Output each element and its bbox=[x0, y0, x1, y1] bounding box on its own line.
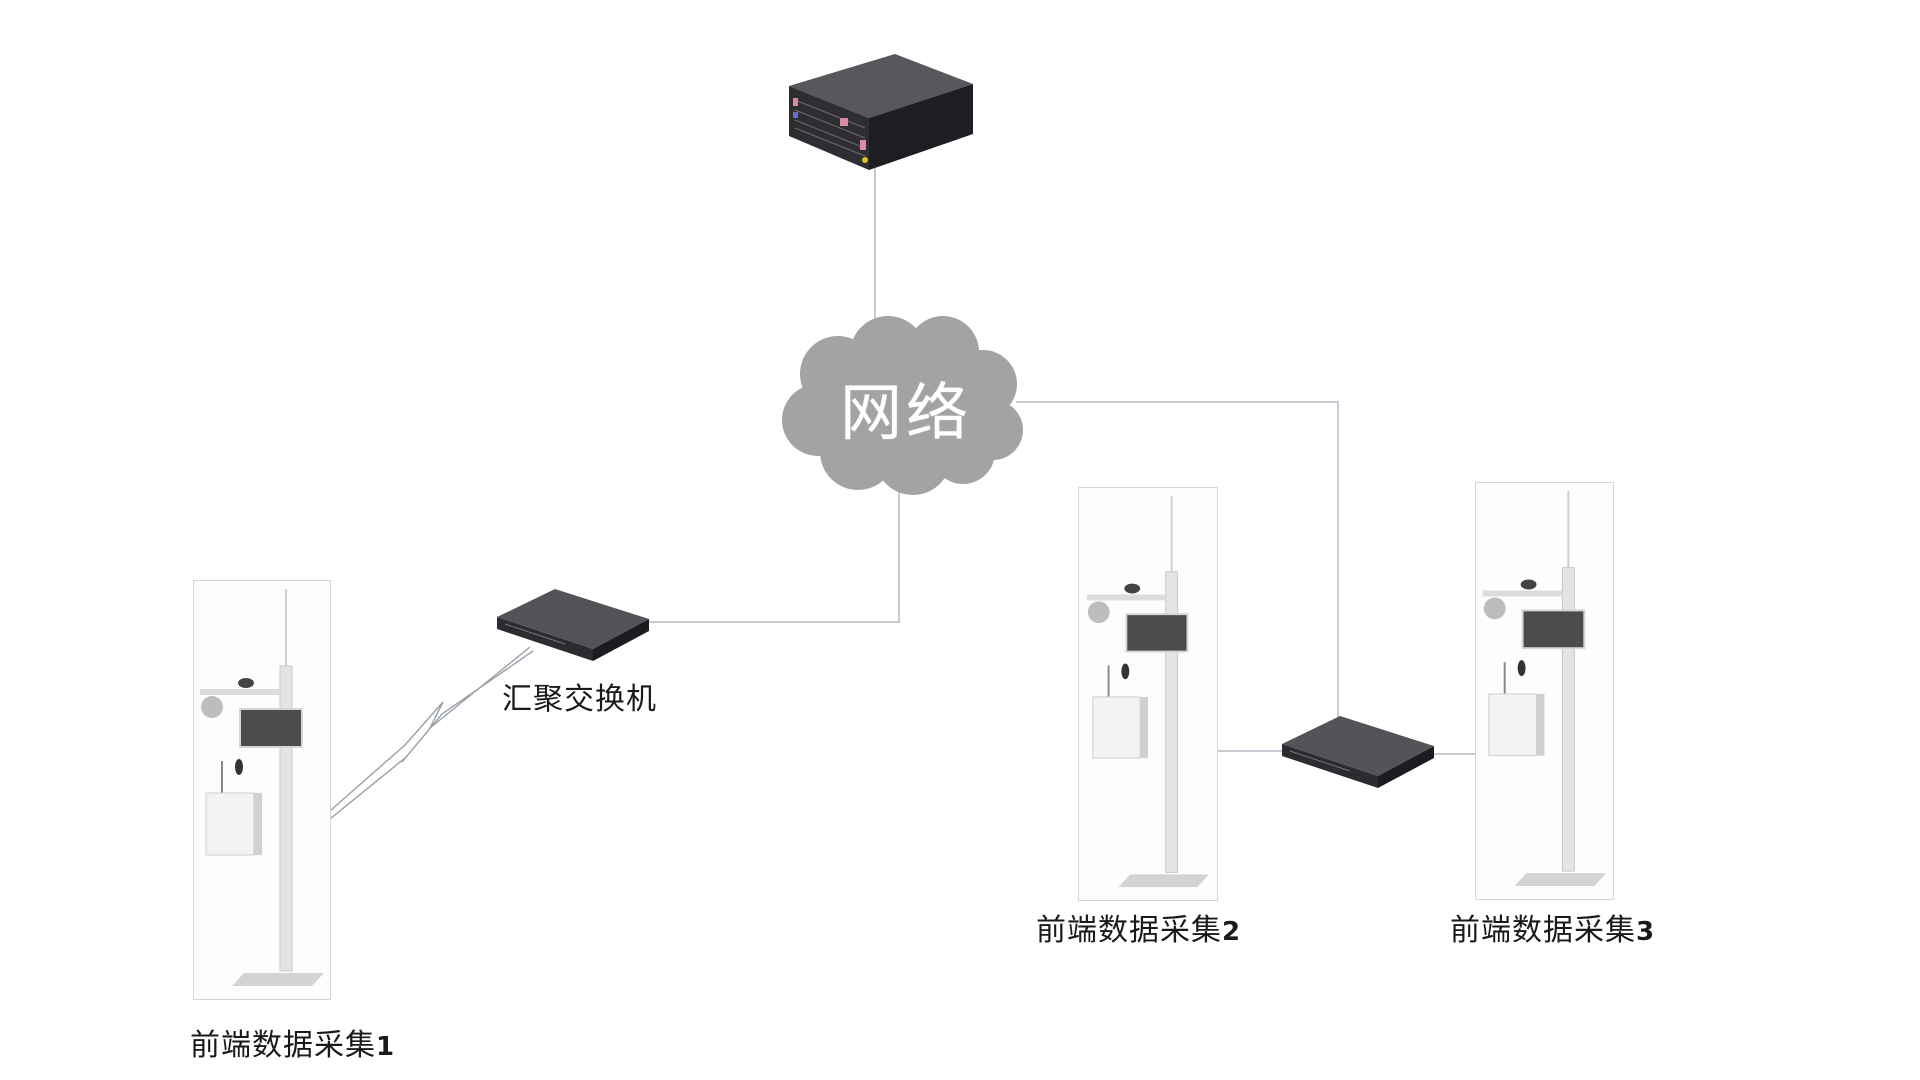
collector-label-number: 3 bbox=[1636, 917, 1656, 947]
collector-label-text: 前端数据采集 bbox=[190, 1028, 376, 1063]
collector-2-label: 前端数据采集2 bbox=[1036, 905, 1241, 949]
server-rack-icon bbox=[789, 54, 973, 170]
access-switch-icon[interactable] bbox=[1280, 712, 1440, 792]
link-network-aggregation-switch bbox=[648, 490, 900, 623]
collector-label-number: 2 bbox=[1222, 917, 1242, 947]
collector-1-frame[interactable] bbox=[193, 580, 331, 1000]
collector-1-label: 前端数据采集1 bbox=[190, 1020, 395, 1064]
aggregation-switch-label: 汇聚交换机 bbox=[502, 682, 657, 717]
collector-label-number: 1 bbox=[376, 1032, 396, 1062]
aggregation-switch-icon[interactable] bbox=[495, 585, 655, 665]
collector-3-frame[interactable] bbox=[1475, 482, 1614, 900]
network-label: 网络 bbox=[840, 376, 973, 449]
link-network-access-switch bbox=[1016, 401, 1339, 720]
monitoring-pole-icon bbox=[1482, 490, 1607, 887]
collector-label-text: 前端数据采集 bbox=[1036, 913, 1222, 948]
monitoring-pole-icon bbox=[1086, 495, 1210, 888]
cloud-icon bbox=[782, 316, 1023, 495]
collector-2-frame[interactable] bbox=[1078, 487, 1218, 901]
collector-3-label: 前端数据采集3 bbox=[1450, 905, 1655, 949]
collector-label-text: 前端数据采集 bbox=[1450, 913, 1636, 948]
monitoring-pole-icon bbox=[200, 589, 324, 986]
wireless-link-icon bbox=[305, 646, 534, 837]
